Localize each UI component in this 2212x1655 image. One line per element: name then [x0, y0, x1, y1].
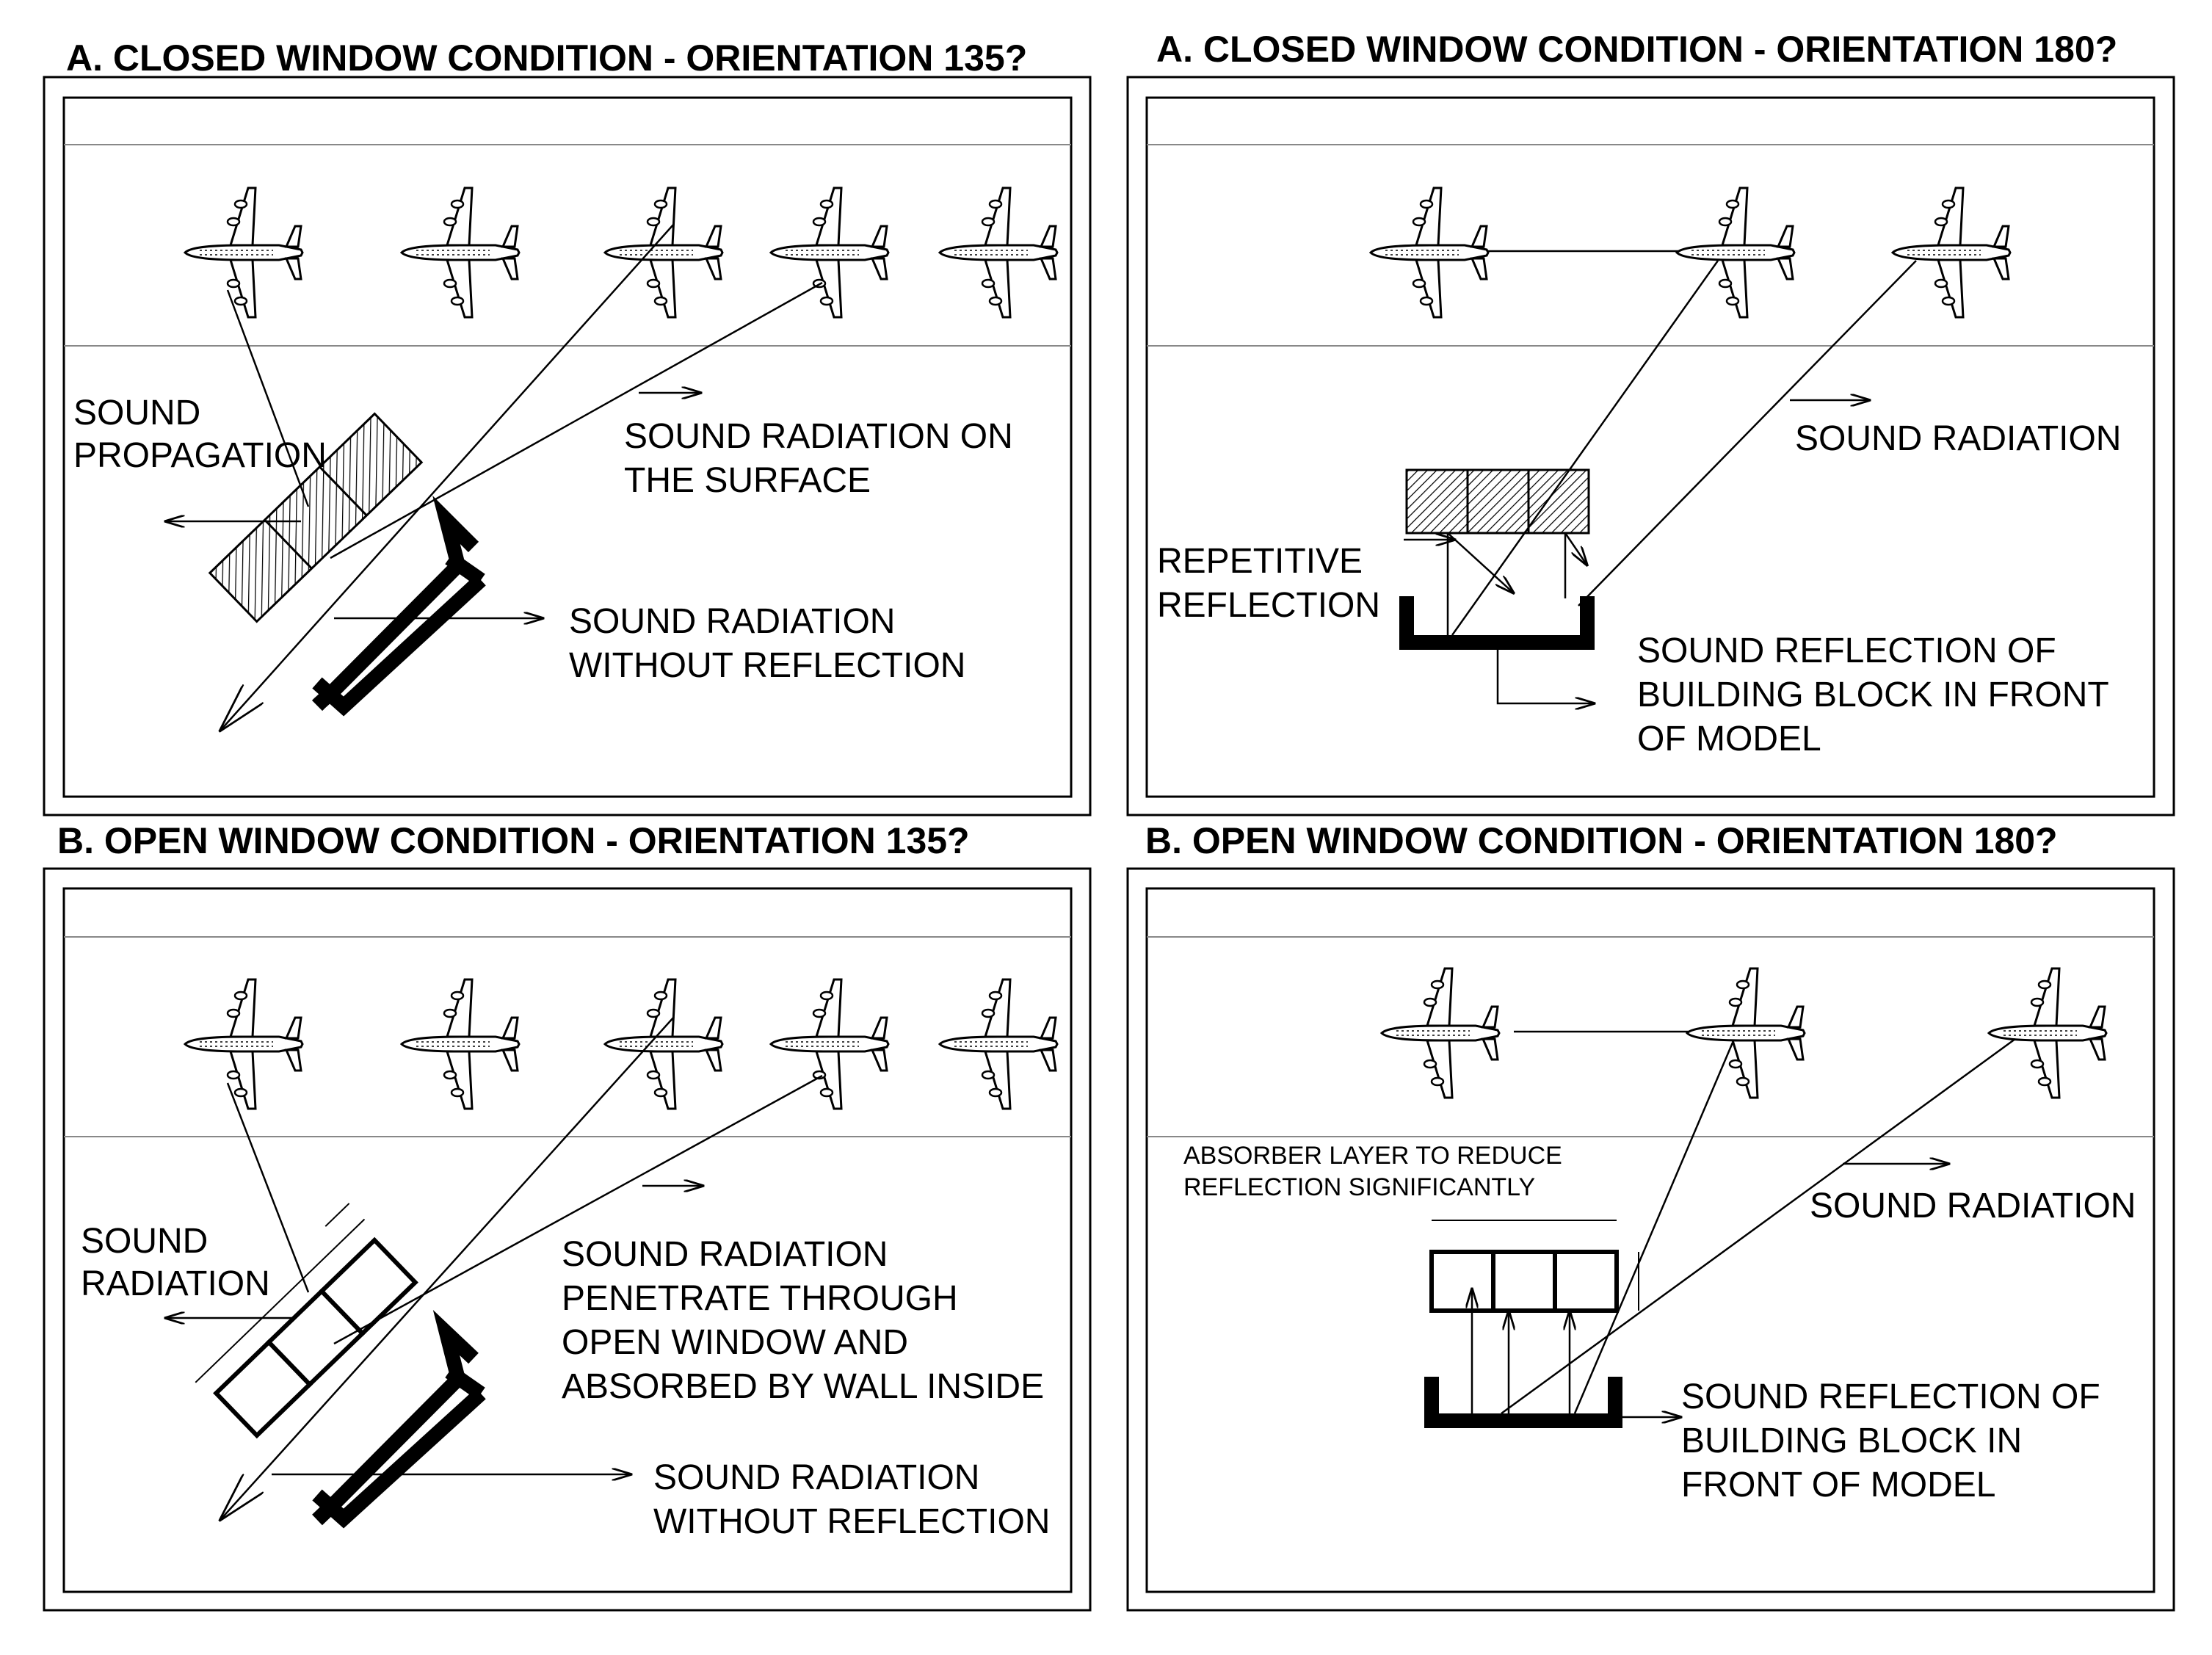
annotation-label: SOUND RADIATION	[1810, 1187, 2136, 1225]
airplane-icon	[184, 978, 304, 1110]
airplane-icon	[1380, 967, 1501, 1099]
airplane-icon	[769, 186, 890, 319]
panel-title: B. OPEN WINDOW CONDITION - ORIENTATION 1…	[57, 820, 970, 861]
annotation-label: OF MODEL	[1637, 720, 1821, 758]
panel-title: B. OPEN WINDOW CONDITION - ORIENTATION 1…	[1145, 820, 2058, 861]
panel-frame	[43, 76, 1092, 816]
panel-frame	[1126, 867, 2175, 1612]
annotation-label: BUILDING BLOCK IN FRONT	[1637, 676, 2109, 714]
reflection-arrow	[1496, 642, 1595, 703]
panel-open-180: B. OPEN WINDOW CONDITION - ORIENTATION 1…	[1126, 820, 2175, 1612]
sound-ray	[1451, 260, 1719, 636]
airplane-icon	[1987, 967, 2108, 1099]
sound-ray-arrow	[220, 1016, 675, 1520]
airplane-icon	[1675, 186, 1796, 319]
annotation-label: WITHOUT REFLECTION	[569, 646, 965, 685]
sound-ray	[1501, 1037, 2016, 1415]
reflection-arrow	[1447, 532, 1514, 593]
absorber-layer-model	[1429, 1220, 1639, 1313]
panel-closed-135: A. CLOSED WINDOW CONDITION - ORIENTATION…	[43, 37, 1092, 816]
sound-ray	[226, 289, 310, 507]
panel-open-135: B. OPEN WINDOW CONDITION - ORIENTATION 1…	[43, 820, 1092, 1612]
annotation-label: SOUND	[73, 394, 200, 432]
sound-ray	[333, 1074, 823, 1345]
building-model-open	[195, 1203, 418, 1439]
annotation-label: SOUND REFLECTION OF	[1681, 1377, 2100, 1416]
panel-title: A. CLOSED WINDOW CONDITION - ORIENTATION…	[66, 37, 1027, 79]
annotation-label: THE SURFACE	[624, 461, 871, 500]
panel-inner-frame	[1145, 96, 2155, 798]
sound-ray	[226, 1082, 310, 1293]
building-model	[1405, 468, 1590, 535]
annotation-label: REPETITIVE	[1157, 542, 1363, 581]
annotation-label: SOUND RADIATION	[569, 602, 895, 641]
annotation-label: PENETRATE THROUGH	[562, 1279, 958, 1318]
airplane-icon	[938, 186, 1059, 319]
annotation-label: REFLECTION SIGNIFICANTLY	[1183, 1173, 1535, 1201]
building-block-wall	[312, 551, 486, 717]
annotation-label: PROPAGATION	[73, 436, 327, 475]
sound-ray	[1578, 260, 1917, 606]
airplane-icon	[769, 978, 890, 1110]
panel-title: A. CLOSED WINDOW CONDITION - ORIENTATION…	[1156, 29, 2117, 70]
airplane-icon	[1686, 967, 1806, 1099]
panel-inner-frame	[62, 887, 1073, 1593]
annotation-label: BUILDING BLOCK IN	[1681, 1422, 2022, 1460]
airplane-icon	[1369, 186, 1490, 319]
annotation-label: SOUND	[81, 1222, 208, 1261]
airplane-icon	[184, 186, 304, 319]
annotation-label: WITHOUT REFLECTION	[653, 1502, 1050, 1541]
building-block-wall	[312, 1365, 486, 1529]
annotation-label: OPEN WINDOW AND	[562, 1323, 908, 1362]
panel-inner-frame	[1145, 887, 2155, 1593]
annotation-label: ABSORBER LAYER TO REDUCE	[1183, 1142, 1562, 1170]
annotation-label: SOUND RADIATION ON	[624, 417, 1013, 456]
panel-frame	[43, 867, 1092, 1612]
panel-closed-180: A. CLOSED WINDOW CONDITION - ORIENTATION…	[1126, 29, 2175, 816]
annotation-label: SOUND RADIATION	[1795, 419, 2121, 458]
annotation-label: SOUND REFLECTION OF	[1637, 631, 2056, 670]
building-block-wall	[311, 496, 479, 711]
sound-ray-arrow	[220, 223, 675, 731]
airplane-icon	[400, 978, 521, 1110]
airplane-icon	[938, 978, 1059, 1110]
airplane-icon	[603, 186, 724, 319]
annotation-label: SOUND RADIATION	[562, 1235, 888, 1274]
airplane-icon	[603, 978, 724, 1110]
sound-ray	[330, 281, 823, 559]
airplane-icon	[1891, 186, 2012, 319]
building-block-wall	[1424, 1377, 1622, 1428]
annotation-label: FRONT OF MODEL	[1681, 1466, 1995, 1504]
annotation-label: REFLECTION	[1157, 586, 1380, 625]
airplane-icon	[400, 186, 521, 319]
sound-ray	[1573, 1042, 1734, 1414]
building-block-wall	[1399, 596, 1595, 650]
building-model	[208, 412, 424, 623]
annotation-label: RADIATION	[81, 1264, 270, 1303]
reflection-arrow	[1564, 532, 1587, 565]
annotation-label: ABSORBED BY WALL INSIDE	[562, 1367, 1044, 1406]
panel-frame	[1126, 76, 2175, 816]
annotation-label: SOUND RADIATION	[653, 1458, 979, 1497]
panel-inner-frame	[62, 96, 1073, 798]
